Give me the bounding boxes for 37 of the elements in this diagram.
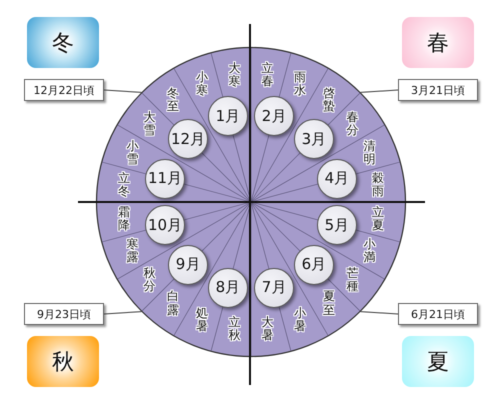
solar-term-label: 小寒 bbox=[196, 70, 208, 97]
solar-term-label: 白露 bbox=[167, 290, 180, 317]
solar-term-label: 穀雨 bbox=[372, 172, 384, 198]
season-wheel bbox=[96, 47, 406, 357]
date-label: 9月23日頃 bbox=[24, 303, 104, 325]
solar-term-label: 春分 bbox=[346, 110, 359, 138]
leader-line bbox=[104, 90, 142, 93]
solar-term-label: 秋分 bbox=[143, 266, 156, 294]
solar-term-label: 寒露 bbox=[126, 238, 139, 264]
solar-term-label: 小雪 bbox=[126, 140, 139, 166]
solar-term-label: 大寒 bbox=[228, 62, 240, 88]
solar-term-label: 立夏 bbox=[372, 206, 384, 232]
solar-term-label: 立冬 bbox=[118, 172, 130, 198]
leader-line bbox=[104, 311, 142, 314]
solar-term-label: 啓蟄 bbox=[322, 87, 335, 114]
date-label: 3月21日頃 bbox=[398, 79, 478, 101]
leader-line bbox=[360, 90, 398, 93]
season-badge: 秋 bbox=[27, 336, 99, 387]
date-label: 12月22日頃 bbox=[24, 79, 104, 101]
solar-term-label: 清明 bbox=[363, 140, 376, 166]
leader-line bbox=[360, 311, 398, 314]
solar-term-label: 夏至 bbox=[322, 290, 335, 317]
solar-term-label: 処暑 bbox=[196, 307, 208, 334]
solar-term-label: 大雪 bbox=[143, 110, 156, 138]
solar-term-label: 雨水 bbox=[294, 70, 306, 97]
date-label: 6月21日頃 bbox=[398, 303, 478, 325]
solar-term-label: 芒種 bbox=[346, 266, 359, 294]
solar-term-label: 立春 bbox=[262, 62, 274, 88]
season-badge: 冬 bbox=[27, 17, 99, 68]
solar-term-label: 冬至 bbox=[167, 87, 180, 114]
season-badge: 夏 bbox=[402, 336, 474, 387]
solar-term-label: 霜降 bbox=[118, 206, 130, 232]
season-badge: 春 bbox=[402, 17, 474, 68]
solar-term-label: 小暑 bbox=[294, 307, 306, 334]
solar-term-label: 大暑 bbox=[262, 316, 274, 342]
solar-term-label: 立秋 bbox=[228, 316, 240, 342]
solar-term-label: 小満 bbox=[363, 238, 376, 264]
